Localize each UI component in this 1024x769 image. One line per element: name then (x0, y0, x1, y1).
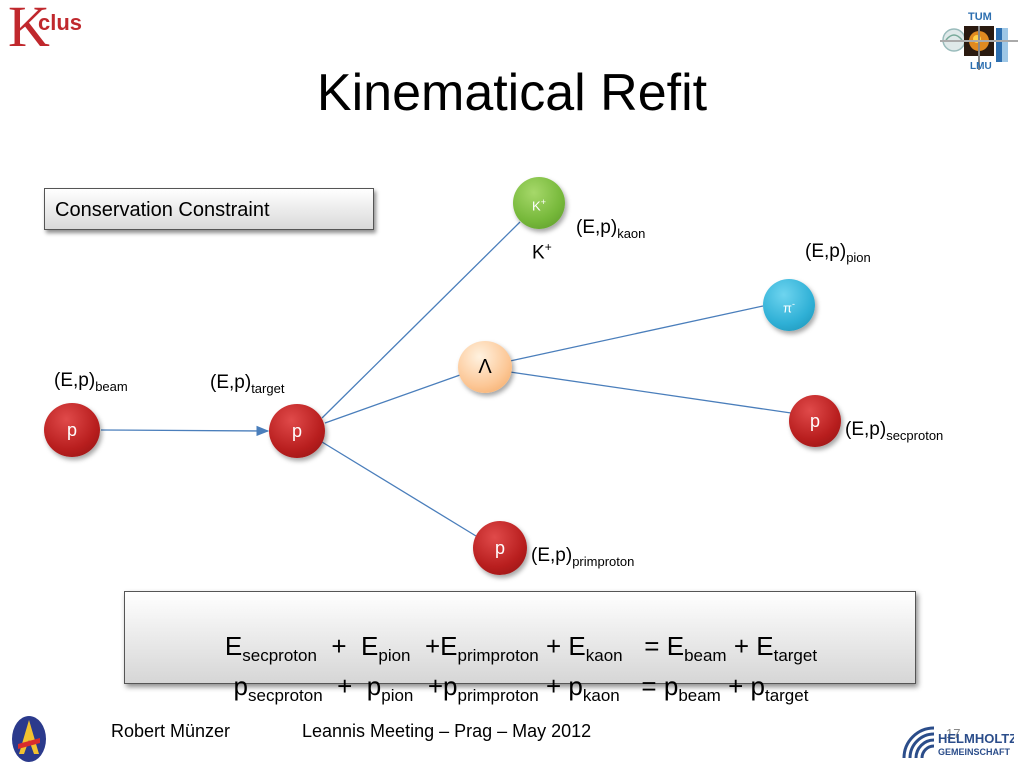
kaon-track (321, 221, 521, 419)
kclus-logo-text: clus (38, 10, 83, 35)
conservation-constraint-box: Conservation Constraint (44, 188, 374, 230)
energy-equation: Esecproton + Epion +Eprimproton + Ekaon … (224, 631, 818, 665)
kaon-particle: K+ (513, 177, 565, 229)
page-number: 17 (946, 726, 961, 741)
pion-particle-charge: - (791, 299, 795, 309)
pion-particle: π- (763, 279, 815, 331)
kclus-logo: K clus (8, 0, 98, 60)
conservation-equations-box: Esecproton + Epion +Eprimproton + Ekaon … (124, 591, 916, 705)
lmu-logo-text: LMU (970, 61, 992, 72)
footer-author: Robert Münzer (111, 721, 231, 741)
helmholtz-logo: HELMHOLTZ GEMEINSCHAFT (902, 716, 1017, 760)
kaon-caption: K+ (532, 240, 552, 264)
secproton-label: (E,p)secproton (845, 419, 944, 443)
pion-track (509, 305, 764, 362)
tum-lmu-logo: TUM LMU (940, 6, 1018, 72)
secondary-proton: p (789, 395, 841, 447)
kaon-label: (E,p)kaon (576, 217, 646, 241)
primary-proton-track (321, 441, 477, 537)
helmholtz-text: HELMHOLTZ (938, 731, 1014, 746)
lambda-track (324, 374, 461, 424)
tum-logo-text: TUM (968, 11, 992, 23)
pion-label: (E,p)pion (805, 241, 871, 265)
beam-proton: p (44, 403, 100, 457)
footer-event: Leannis Meeting – Prag – May 2012 (302, 721, 592, 741)
gemeinschaft-text: GEMEINSCHAFT (938, 747, 1011, 757)
momentum-equation: psecproton + ppion +pprimproton + pkaon … (233, 671, 809, 705)
beam-track (100, 425, 270, 437)
primary-proton: p (473, 521, 527, 575)
pion-particle-symbol: π (783, 300, 792, 316)
secondary-proton-track (509, 371, 792, 414)
fopi-logo (10, 714, 48, 764)
target-proton: p (269, 404, 325, 458)
primproton-label: (E,p)primproton (531, 545, 635, 569)
beam-label: (E,p)beam (54, 370, 128, 394)
kaon-particle-symbol: K (532, 198, 541, 214)
kaon-particle-charge: + (540, 197, 546, 207)
slide-title: Kinematical Refit (316, 64, 708, 122)
target-label: (E,p)target (210, 372, 285, 396)
lambda-particle: Λ (458, 341, 512, 393)
kclus-logo-k: K (8, 0, 50, 59)
